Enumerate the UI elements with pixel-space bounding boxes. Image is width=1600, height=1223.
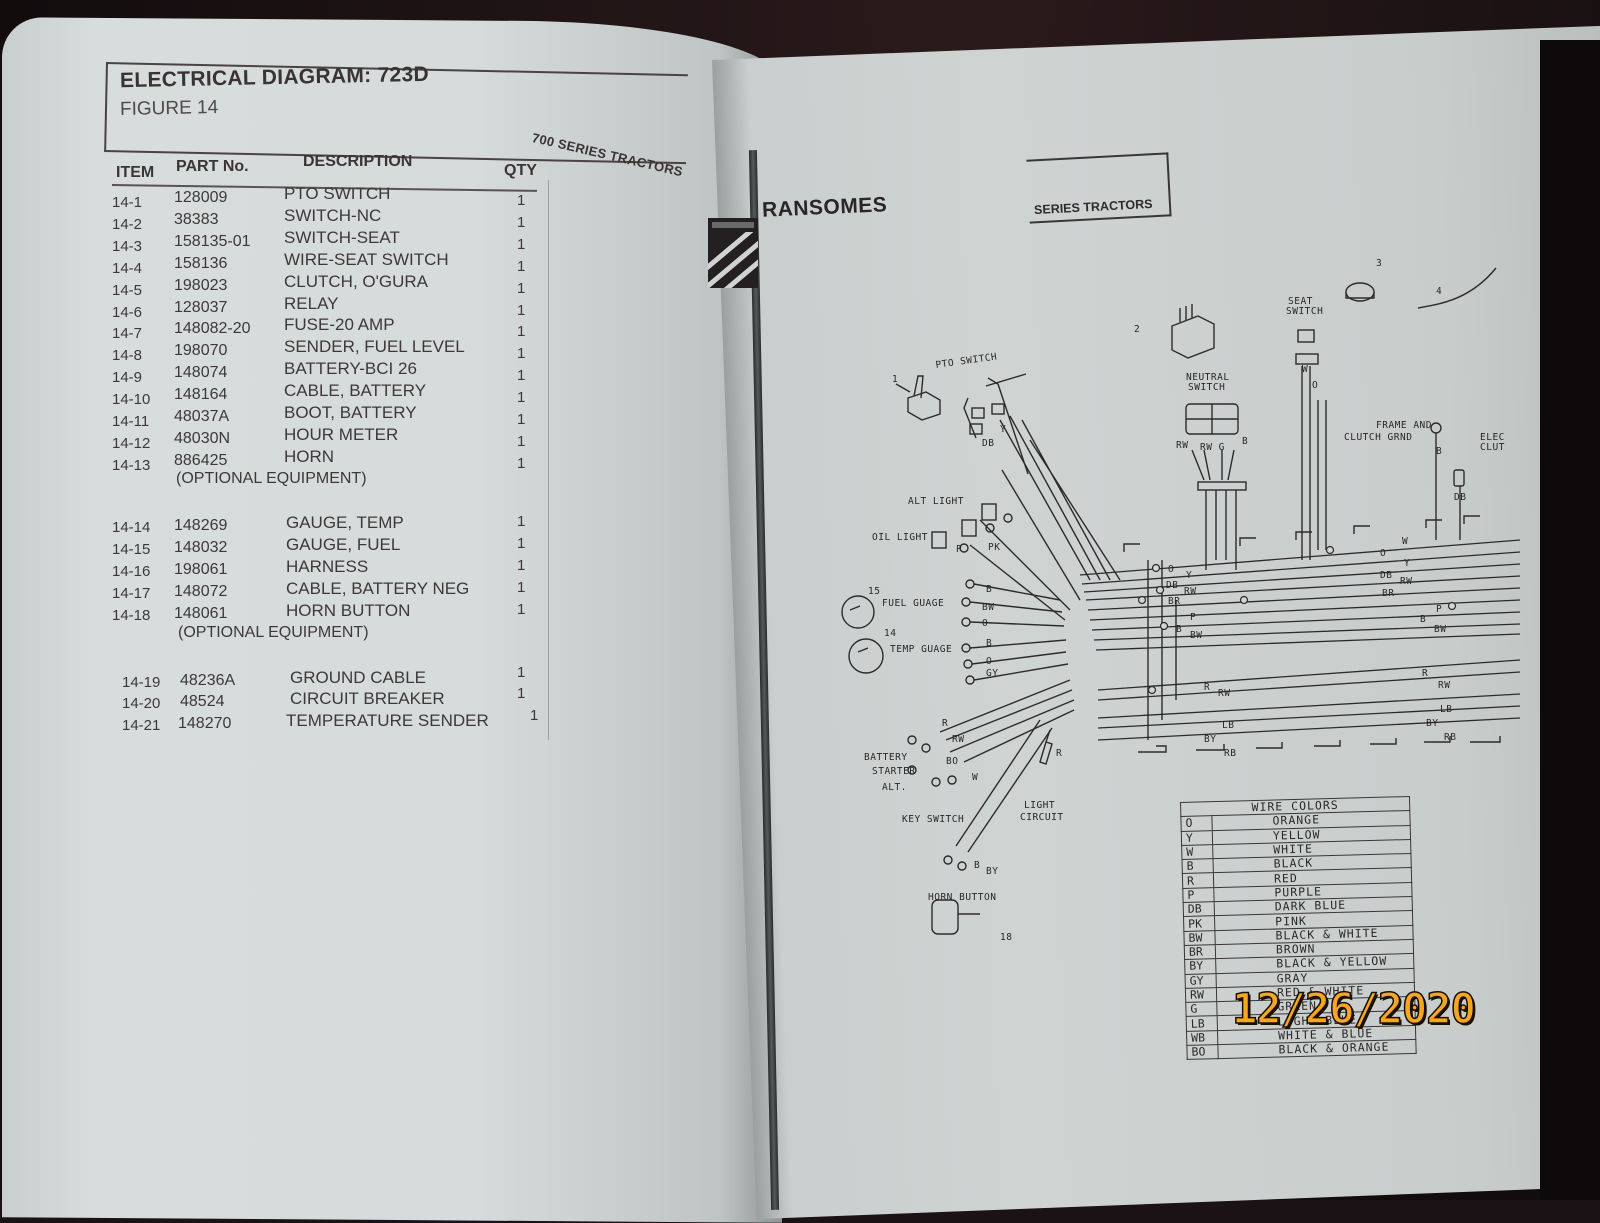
svg-text:Y: Y	[1404, 558, 1410, 569]
svg-text:RB: RB	[1444, 732, 1456, 743]
col-header-item: ITEM	[116, 164, 155, 181]
svg-text:Y: Y	[1186, 570, 1192, 581]
svg-text:RW: RW	[1176, 440, 1188, 451]
svg-text:CIRCUIT: CIRCUIT	[1020, 812, 1064, 823]
svg-text:R: R	[1422, 668, 1428, 679]
svg-text:B: B	[1242, 436, 1248, 447]
svg-text:CLUT: CLUT	[1480, 442, 1505, 453]
svg-text:RW: RW	[1438, 680, 1450, 691]
svg-text:TEMP GUAGE: TEMP GUAGE	[890, 644, 952, 655]
svg-text:Y: Y	[1000, 424, 1006, 435]
svg-text:W: W	[1402, 536, 1408, 547]
svg-text:BW: BW	[1190, 630, 1202, 641]
svg-text:B: B	[986, 584, 992, 595]
svg-text:KEY SWITCH: KEY SWITCH	[902, 814, 964, 825]
pto-switch-label: PTO SWITCH	[935, 351, 998, 371]
column-rule	[548, 180, 549, 740]
svg-text:P: P	[1436, 604, 1442, 615]
svg-text:NEUTRAL: NEUTRAL	[1186, 372, 1230, 383]
svg-text:2: 2	[1134, 324, 1140, 335]
svg-text:B: B	[1420, 614, 1426, 625]
svg-text:LB: LB	[1222, 720, 1234, 731]
svg-text:BY: BY	[1426, 718, 1438, 729]
svg-text:BATTERY: BATTERY	[864, 752, 908, 763]
svg-text:W: W	[1302, 364, 1308, 375]
svg-text:O: O	[1380, 548, 1386, 559]
svg-text:O: O	[1168, 564, 1174, 575]
svg-text:STARTER: STARTER	[872, 766, 916, 777]
svg-text:SWITCH: SWITCH	[1286, 306, 1323, 317]
svg-text:BR: BR	[1382, 588, 1394, 599]
svg-text:BY: BY	[986, 866, 998, 877]
col-header-description: DESCRIPTION	[303, 153, 413, 170]
svg-text:W: W	[972, 772, 978, 783]
svg-text:DB: DB	[1380, 570, 1392, 581]
svg-text:FUEL GUAGE: FUEL GUAGE	[882, 598, 944, 609]
svg-text:BY: BY	[1204, 734, 1216, 745]
ransomes-logo-icon	[708, 218, 758, 288]
svg-text:RW: RW	[1400, 576, 1412, 587]
svg-text:18: 18	[1000, 932, 1012, 943]
svg-text:ELEC: ELEC	[1480, 432, 1505, 443]
svg-text:BO: BO	[946, 756, 958, 767]
svg-text:DB: DB	[1454, 492, 1466, 503]
svg-text:14: 14	[884, 628, 896, 639]
svg-text:ALT.: ALT.	[882, 782, 907, 793]
svg-text:P: P	[1190, 612, 1196, 623]
svg-text:4: 4	[1436, 286, 1442, 297]
svg-text:RW G: RW G	[1200, 442, 1225, 453]
optional-equipment-note: (OPTIONAL EQUIPMENT)	[178, 624, 369, 641]
svg-text:DB: DB	[982, 438, 994, 449]
svg-text:R: R	[1056, 748, 1062, 759]
svg-text:HORN BUTTON: HORN BUTTON	[928, 892, 996, 903]
svg-text:B: B	[986, 638, 992, 649]
svg-text:O: O	[986, 656, 992, 667]
svg-text:BR: BR	[1168, 596, 1180, 607]
svg-text:BW: BW	[982, 602, 994, 613]
svg-text:RB: RB	[1224, 748, 1236, 759]
svg-text:SWITCH: SWITCH	[1188, 382, 1225, 393]
background-edge	[1540, 40, 1600, 1200]
svg-text:SEAT: SEAT	[1288, 296, 1313, 307]
svg-text:O: O	[1312, 380, 1318, 391]
svg-text:O: O	[982, 618, 988, 629]
svg-text:3: 3	[1376, 258, 1382, 269]
svg-text:ALT LIGHT: ALT LIGHT	[908, 496, 964, 507]
svg-text:RW: RW	[1184, 586, 1196, 597]
svg-text:OIL LIGHT: OIL LIGHT	[872, 532, 928, 543]
optional-equipment-note: (OPTIONAL EQUIPMENT)	[176, 470, 367, 487]
svg-text:LIGHT: LIGHT	[1024, 800, 1055, 811]
col-header-qty: QTY	[504, 162, 537, 179]
svg-text:B: B	[1176, 624, 1182, 635]
svg-text:FRAME AND: FRAME AND	[1376, 420, 1432, 431]
svg-text:R: R	[1204, 682, 1210, 693]
svg-text:LB: LB	[1440, 704, 1452, 715]
svg-text:RW: RW	[1218, 688, 1230, 699]
svg-text:BW: BW	[1434, 624, 1446, 635]
svg-text:15: 15	[868, 586, 880, 597]
svg-text:B: B	[974, 860, 980, 871]
svg-text:R: R	[942, 718, 948, 729]
svg-text:DB: DB	[1166, 580, 1178, 591]
svg-text:CLUTCH GRND: CLUTCH GRND	[1344, 432, 1412, 443]
svg-text:RW: RW	[952, 734, 964, 745]
svg-text:PK: PK	[988, 542, 1000, 553]
col-header-part-no: PART No.	[176, 158, 249, 175]
svg-text:GY: GY	[986, 668, 998, 679]
svg-text:1: 1	[892, 374, 898, 385]
svg-text:B: B	[1436, 446, 1442, 457]
svg-text:P: P	[956, 544, 962, 555]
date-stamp: 12/26/2020	[1231, 983, 1476, 1034]
